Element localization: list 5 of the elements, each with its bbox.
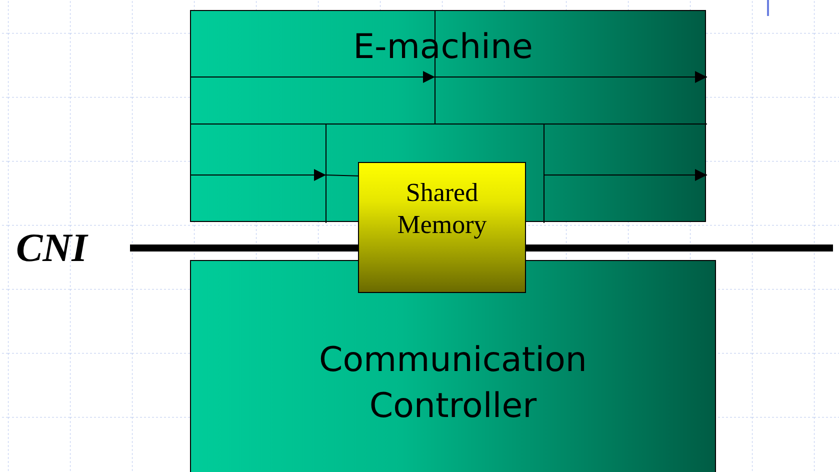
interface-label: CNI (16, 226, 88, 270)
node-label: Communication Controller (318, 339, 588, 428)
memory-box (358, 162, 526, 293)
node-label: Shared Memory (396, 177, 488, 241)
controller-box (190, 260, 716, 472)
